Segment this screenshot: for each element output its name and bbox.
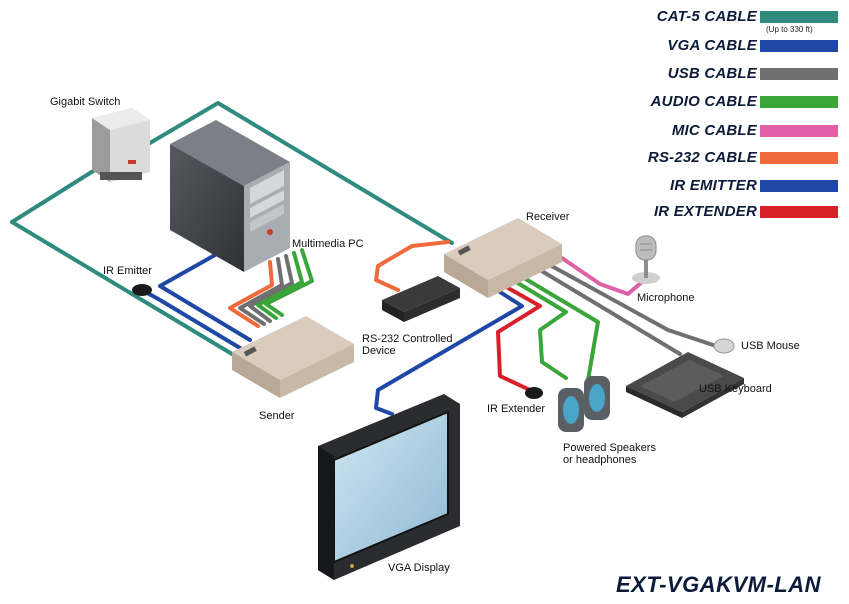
label-rs232-device-line1: RS-232 Controlled <box>362 333 453 345</box>
cat5-cables <box>10 101 454 362</box>
usb-cable-pc-sender-1 <box>238 257 284 326</box>
legend-label-audio: AUDIO CABLE <box>650 93 757 110</box>
usb-cable-receiver-mouse <box>546 262 718 348</box>
usb-cable-receiver-keyboard <box>538 268 682 356</box>
cat5-cable-switch-sender <box>10 166 244 362</box>
label-sender: Sender <box>259 410 295 422</box>
label-ir-extender: IR Extender <box>487 403 546 415</box>
legend-note-cat5: (Up to 330 ft) <box>766 25 813 34</box>
label-speakers-line1: Powered Speakers <box>563 442 656 454</box>
ir-emitter-device <box>132 284 152 296</box>
gigabit-switch <box>92 108 150 182</box>
ir-extender-device <box>525 387 543 399</box>
cat5-cable-switch-receiver <box>136 101 454 245</box>
sender-box <box>232 316 354 398</box>
legend-swatch-vga <box>760 40 838 52</box>
label-microphone: Microphone <box>637 292 695 304</box>
legend-swatch-usb <box>760 68 838 80</box>
label-speakers-line2: or headphones <box>563 454 637 466</box>
legend-label-usb: USB CABLE <box>667 65 757 82</box>
label-multimedia-pc: Multimedia PC <box>292 238 364 250</box>
legend-swatch-ir-extender <box>760 206 838 218</box>
legend-swatch-audio <box>760 96 838 108</box>
label-usb-mouse: USB Mouse <box>741 340 800 352</box>
mic-cable <box>554 252 644 296</box>
receiver-cables <box>374 240 718 416</box>
label-receiver: Receiver <box>526 211 570 223</box>
usb-cable-pc-sender-2 <box>248 254 294 323</box>
microphone-device <box>632 235 660 284</box>
label-usb-keyboard: USB Keyboard <box>699 383 772 395</box>
ir-extender-cable <box>496 286 542 392</box>
rs232-cable-receiver-device <box>374 240 450 292</box>
legend-label-ir-extender: IR EXTENDER <box>653 203 757 220</box>
legend-label-rs232: RS-232 CABLE <box>647 149 757 166</box>
audio-cable-receiver-speaker-2 <box>522 276 600 382</box>
legend-swatch-ir-emitter <box>760 180 838 192</box>
legend-label-cat5: CAT-5 CABLE <box>656 8 757 25</box>
vga-cable-receiver-display <box>374 290 524 416</box>
powered-speakers <box>558 376 610 432</box>
vga-display-device <box>318 394 460 580</box>
legend-label-mic: MIC CABLE <box>671 122 757 139</box>
receiver-box <box>444 218 562 298</box>
audio-cable-receiver-speaker-1 <box>514 280 568 380</box>
legend-swatch-rs232 <box>760 152 838 164</box>
legend-label-vga: VGA CABLE <box>667 37 757 54</box>
ir-emitter-cable <box>140 288 242 350</box>
legend-swatch-mic <box>760 125 838 137</box>
rs232-cable-pc-sender <box>228 260 274 328</box>
usb-mouse-device <box>713 338 735 354</box>
label-vga-display: VGA Display <box>388 562 450 574</box>
audio-cable-pc-sender-2 <box>264 248 314 317</box>
label-ir-emitter: IR Emitter <box>103 265 152 277</box>
multimedia-pc <box>170 120 290 272</box>
label-rs232-device-line2: Device <box>362 345 396 357</box>
rs232-device <box>382 276 460 322</box>
vga-cable-pc-sender <box>158 253 252 342</box>
legend-label-ir-emitter: IR EMITTER <box>670 177 757 194</box>
model-name: EXT-VGAKVM-LAN <box>616 572 821 597</box>
legend-swatch-cat5 <box>760 11 838 23</box>
legend-swatches <box>760 11 838 218</box>
label-gigabit-switch: Gigabit Switch <box>50 96 121 108</box>
audio-cable-pc-sender-1 <box>256 251 304 320</box>
usb-keyboard-device <box>626 352 744 418</box>
